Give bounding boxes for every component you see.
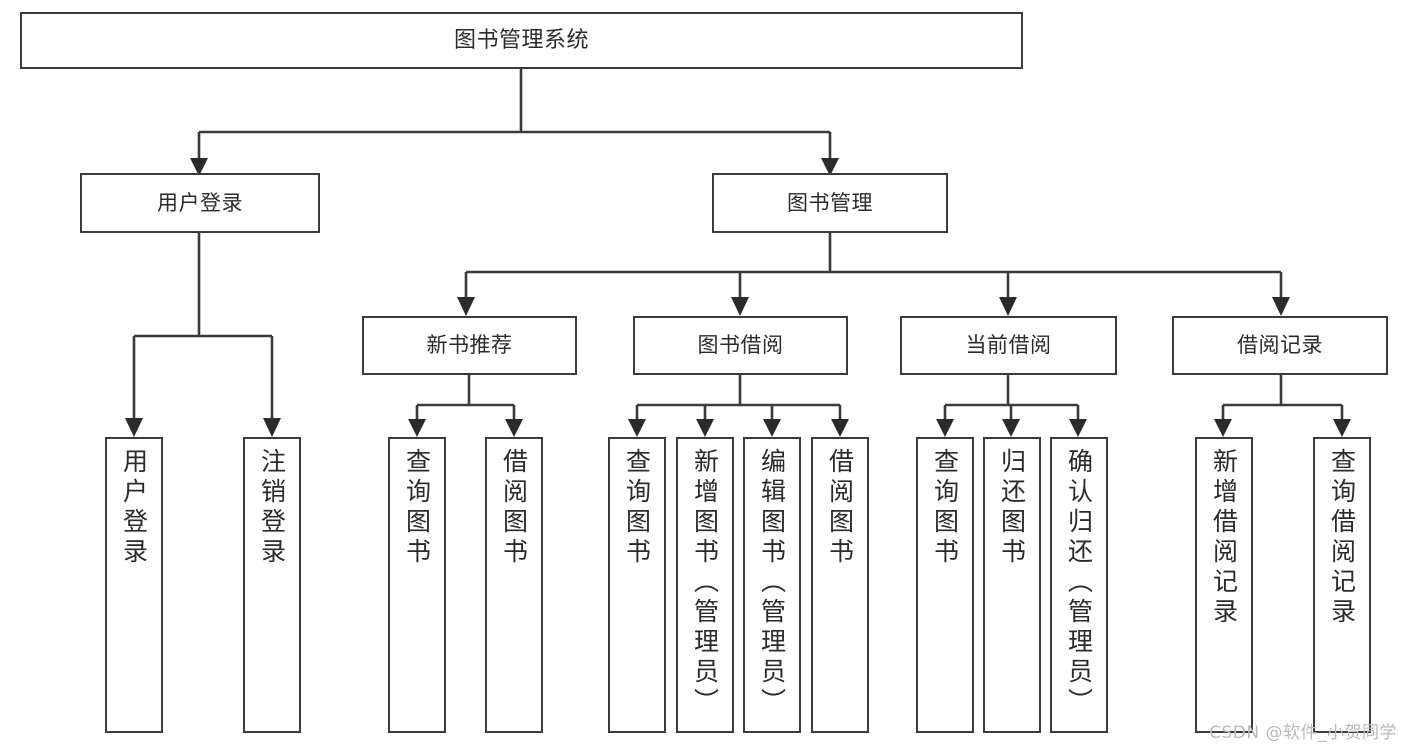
- node-user-login[interactable]: 用户登录: [80, 173, 320, 233]
- node-label: 确认归还（管理员）: [1064, 448, 1094, 718]
- leaf-borrow-add-book-admin[interactable]: 新增图书（管理员）: [676, 437, 734, 733]
- node-label: 查询图书: [402, 448, 432, 568]
- node-label: 借阅记录: [1237, 333, 1323, 358]
- node-label: 借阅图书: [825, 448, 855, 568]
- node-label: 编辑图书（管理员）: [757, 448, 787, 718]
- node-label: 用户登录: [157, 190, 243, 215]
- node-label: 借阅图书: [499, 448, 529, 568]
- node-label: 查询借阅记录: [1327, 448, 1357, 628]
- node-label: 新增借阅记录: [1209, 448, 1239, 628]
- leaf-user-login-logout[interactable]: 注销登录: [243, 437, 301, 733]
- node-label: 注销登录: [257, 448, 287, 568]
- node-label: 新增图书（管理员）: [690, 448, 720, 718]
- leaf-current-query-book[interactable]: 查询图书: [916, 437, 974, 733]
- node-current-borrow[interactable]: 当前借阅: [900, 316, 1117, 375]
- leaf-recommend-query-book[interactable]: 查询图书: [388, 437, 446, 733]
- leaf-record-query-record[interactable]: 查询借阅记录: [1313, 437, 1371, 733]
- leaf-record-add-record[interactable]: 新增借阅记录: [1195, 437, 1253, 733]
- node-root-book-management-system[interactable]: 图书管理系统: [20, 12, 1023, 69]
- leaf-borrow-edit-book-admin[interactable]: 编辑图书（管理员）: [743, 437, 801, 733]
- leaf-borrow-borrow-book[interactable]: 借阅图书: [811, 437, 869, 733]
- node-label: 当前借阅: [965, 333, 1052, 358]
- node-label: 归还图书: [997, 448, 1027, 568]
- leaf-current-return-book[interactable]: 归还图书: [983, 437, 1041, 733]
- node-book-borrow[interactable]: 图书借阅: [633, 316, 848, 375]
- leaf-user-login-login[interactable]: 用户登录: [105, 437, 163, 733]
- node-label: 查询图书: [622, 448, 652, 568]
- node-new-book-recommend[interactable]: 新书推荐: [362, 316, 577, 375]
- leaf-current-confirm-return-admin[interactable]: 确认归还（管理员）: [1050, 437, 1108, 733]
- leaf-recommend-borrow-book[interactable]: 借阅图书: [485, 437, 543, 733]
- node-borrow-record[interactable]: 借阅记录: [1172, 316, 1388, 375]
- node-label: 查询图书: [930, 448, 960, 568]
- leaf-borrow-query-book[interactable]: 查询图书: [608, 437, 666, 733]
- node-label: 图书管理: [787, 190, 873, 215]
- node-label: 图书管理系统: [453, 27, 589, 53]
- node-label: 新书推荐: [426, 333, 513, 358]
- node-label: 用户登录: [119, 448, 149, 568]
- node-label: 图书借阅: [697, 333, 784, 358]
- node-book-management[interactable]: 图书管理: [712, 173, 948, 233]
